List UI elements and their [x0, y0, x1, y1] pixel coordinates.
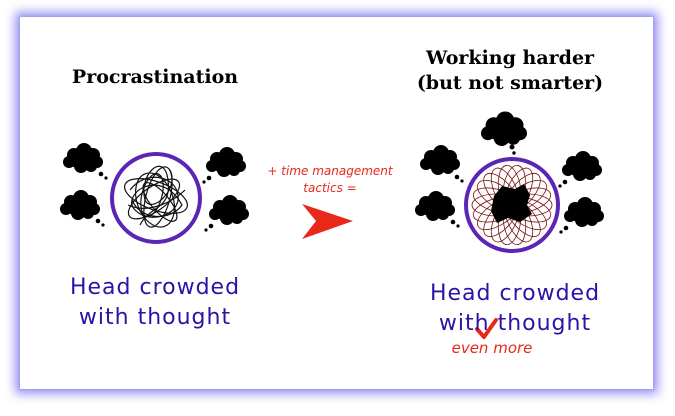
thought-cloud-icon [204, 195, 249, 232]
caption-right: Head crowded with thought [395, 279, 635, 339]
thought-cloud-icon [558, 151, 602, 188]
dark-thought-core [491, 184, 532, 223]
thought-cloud-icon [420, 145, 464, 183]
arrow-right-icon [302, 204, 353, 239]
thought-cloud-icon [60, 190, 105, 227]
thought-cloud-icon [481, 111, 527, 155]
transition-note-line2: tactics = [303, 181, 357, 195]
caption-right-line1: Head crowded [429, 281, 601, 306]
thought-cloud-icon [415, 191, 460, 228]
caption-left-line1: Head crowded [69, 275, 241, 300]
title-working-harder: Working harder (but not smarter) [395, 46, 625, 96]
caption-left: Head crowded with thought [40, 273, 270, 333]
thought-cloud-icon [559, 197, 604, 234]
caption-left-line2: with thought [78, 305, 232, 330]
head-circle-left [110, 152, 202, 244]
title-procrastination: Procrastination [71, 66, 239, 88]
caption-right-line2: with thought [438, 311, 592, 336]
transition-note: + time management tactics = [255, 163, 405, 197]
transition-note-line1: + time management [267, 164, 393, 178]
head-circle-right [464, 157, 560, 253]
title-right-line1: Working harder [425, 47, 595, 69]
thought-cloud-icon [63, 143, 108, 180]
caret-insert-icon [475, 318, 498, 339]
insert-note-even-more: even more [451, 339, 533, 357]
tangled-thoughts [124, 165, 188, 228]
thought-cloud-icon [202, 147, 246, 184]
title-right-line2: (but not smarter) [416, 72, 604, 94]
